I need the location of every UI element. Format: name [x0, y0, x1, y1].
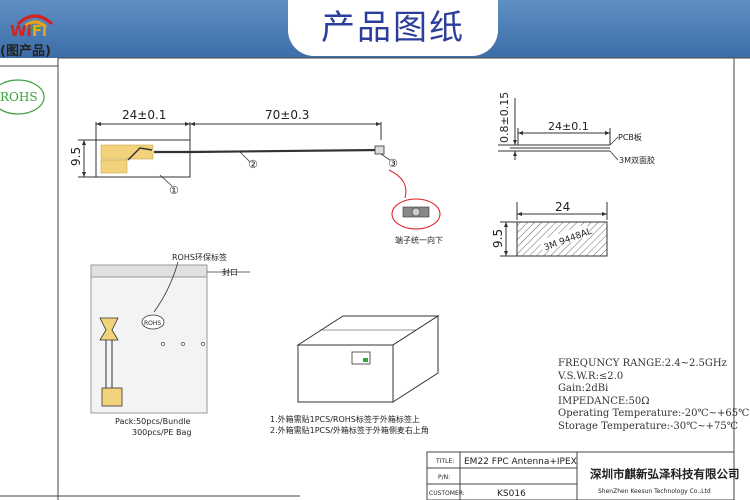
carton-box: 1.外箱需贴1PCS/ROHS标签于外箱标签上 2.外箱需贴1PCS/外箱标签于…: [270, 315, 440, 435]
spec-frequency: FREQUNCY RANGE:2.4~2.5GHz: [558, 358, 727, 369]
dim-adhesive-width: 24: [555, 200, 570, 214]
company-name-cn: 深圳市麒新弘泽科技有限公司: [590, 467, 740, 481]
dim-side-width: 24±0.1: [548, 120, 589, 133]
spec-gain: Gain:2dBi: [558, 383, 609, 394]
spec-list: FREQUNCY RANGE:2.4~2.5GHz V.S.W.R:≤2.0 G…: [558, 357, 749, 432]
antenna-top-view: 24±0.1 70±0.3 9.5 ① ② ③ 端子统一向下: [69, 108, 443, 245]
bag-rohs-sticker: ROHS: [144, 320, 161, 327]
pack-line-2: 300pcs/PE Bag: [132, 428, 192, 437]
title-block: TITLE: EM22 FPC Antenna+IPEX P/N: CUSTOM…: [426, 451, 740, 500]
pack-line-1: Pack:50pcs/Bundle: [115, 417, 191, 426]
rohs-stamp: [0, 79, 45, 115]
callout-3: ③: [388, 157, 398, 170]
pe-bag: 封口 ROHS环保标签 ROHS Pack:50pcs/Bundle 300pc…: [90, 252, 250, 437]
label-pcb: PCB板: [618, 132, 642, 142]
tb-customer-label: CUSTOMER:: [429, 490, 465, 497]
tb-customer-value: KS016: [497, 489, 526, 499]
company-name-en: ShenZhen Keesun Technology Co.,Ltd: [598, 488, 711, 495]
spec-storage-temp: Storage Temperature:-30℃~+75℃: [558, 420, 738, 432]
box-note-2: 2.外箱需贴1PCS/外箱标签于外箱侧麦右上角: [270, 425, 429, 435]
wifi-logo: [8, 6, 62, 44]
wifi-logo-text: WiFi: [10, 22, 48, 40]
dim-antenna-height: 9.5: [69, 147, 83, 166]
tb-title-label: TITLE:: [435, 458, 454, 465]
cut-stamp-text: (图产品): [0, 43, 51, 59]
callout-2: ②: [248, 158, 258, 171]
spec-impedance: IMPEDANCE:50Ω: [558, 395, 650, 407]
adhesive-pad: 24 9.5 3M 9448AL: [491, 200, 608, 257]
connector-note: 端子统一向下: [395, 235, 443, 245]
dim-cable-length: 70±0.3: [265, 108, 309, 122]
wifi-signal-icon: [16, 14, 54, 32]
tb-title-value: EM22 FPC Antenna+IPEX: [464, 457, 577, 467]
antenna-side-view: 0.8±0.15 24±0.1 PCB板 3M双面胶: [498, 92, 655, 165]
dim-side-thickness: 0.8±0.15: [498, 92, 511, 143]
dim-adhesive-height: 9.5: [491, 229, 505, 248]
label-tape: 3M双面胶: [619, 155, 655, 165]
bag-seal-label: 封口: [222, 267, 238, 277]
spec-vswr: V.S.W.R:≤2.0: [558, 370, 624, 382]
rohs-stamp-text: ROHS: [0, 90, 38, 104]
spec-operating-temp: Operating Temperature:-20℃~+65℃: [558, 408, 750, 419]
page-title: 产品图纸: [321, 8, 465, 48]
page-title-tab: 产品图纸: [288, 0, 498, 56]
callout-1: ①: [169, 184, 179, 197]
bag-rohs-label: ROHS环保标签: [172, 252, 227, 262]
tb-pn-label: P/N:: [438, 474, 450, 481]
dim-antenna-width: 24±0.1: [122, 108, 166, 122]
box-note-1: 1.外箱需贴1PCS/ROHS标签于外箱标签上: [270, 414, 420, 424]
